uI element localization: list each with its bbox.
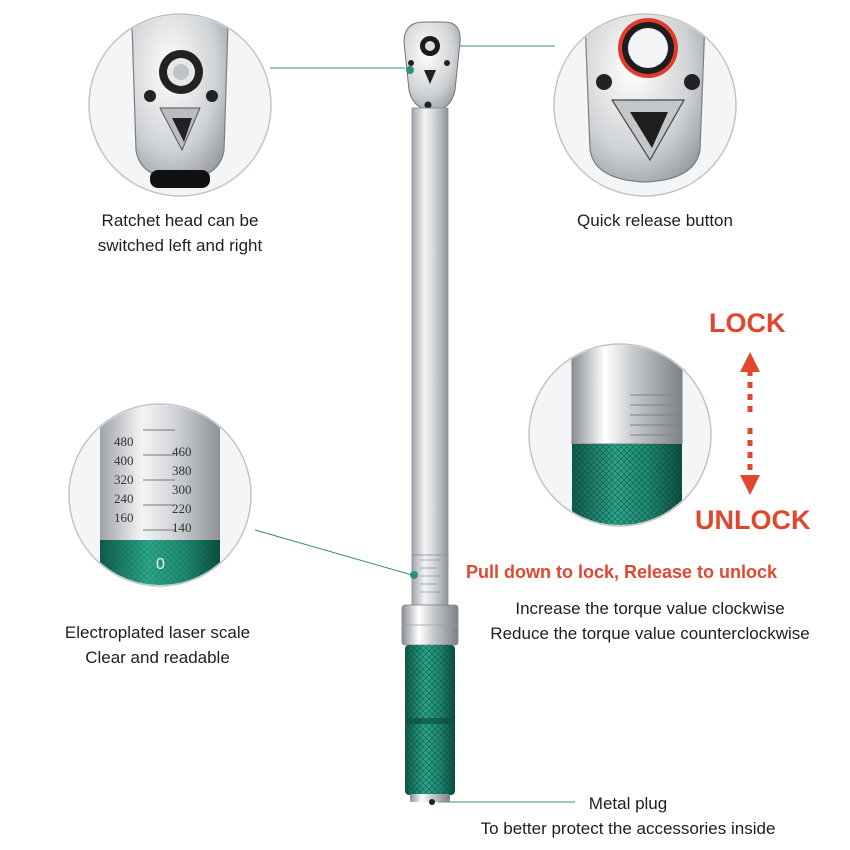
direction-lever xyxy=(424,70,436,84)
scale-zero: 0 xyxy=(156,556,165,573)
scale-caption: Electroplated laser scale Clear and read… xyxy=(40,620,275,670)
ratchet-head xyxy=(403,21,461,111)
plug-caption-line2: To better protect the accessories inside xyxy=(480,819,776,838)
scale-right-numbers: 460 380 300 220 140 xyxy=(172,442,192,537)
scale-zoom xyxy=(68,403,252,587)
counterclockwise-instruction: Reduce the torque value counterclockwise xyxy=(490,624,810,643)
torque-instructions: Increase the torque value clockwise Redu… xyxy=(455,596,845,646)
lock-label: LOCK xyxy=(709,308,786,338)
scale-number: 160 xyxy=(114,510,134,525)
wrench xyxy=(401,21,461,805)
scale-number: 300 xyxy=(172,482,192,497)
arrow-up-icon xyxy=(740,352,760,372)
ratchet-head-zoom xyxy=(88,13,272,197)
quick-release-zoom xyxy=(553,13,737,197)
lock-arrows xyxy=(740,352,760,495)
scale-number: 220 xyxy=(172,501,192,516)
scale-number: 140 xyxy=(172,520,192,535)
arrow-down-icon xyxy=(740,475,760,495)
lock-collar-zoom xyxy=(528,343,712,527)
scale-number: 320 xyxy=(114,472,134,487)
plug-caption: Metal plug To better protect the accesso… xyxy=(448,791,808,841)
plug-caption-line1: Metal plug xyxy=(588,794,668,813)
pull-instruction: Pull down to lock, Release to unlock xyxy=(466,562,778,582)
scale-number: 380 xyxy=(172,463,192,478)
quick-release-caption: Quick release button xyxy=(577,211,733,230)
scale-number: 460 xyxy=(172,444,192,459)
ratchet-caption-line1: Ratchet head can be xyxy=(101,211,259,230)
leader-scale xyxy=(254,529,413,576)
ratchet-caption-line2: switched left and right xyxy=(97,236,263,255)
scale-number: 400 xyxy=(114,453,134,468)
wrench-shaft xyxy=(411,107,449,571)
scale-caption-line1: Electroplated laser scale xyxy=(64,623,251,642)
metal-plug xyxy=(410,794,450,802)
scale-number: 240 xyxy=(114,491,134,506)
ratchet-caption: Ratchet head can be switched left and ri… xyxy=(70,208,290,258)
clockwise-instruction: Increase the torque value clockwise xyxy=(515,599,785,618)
scale-number: 480 xyxy=(114,434,134,449)
scale-caption-line2: Clear and readable xyxy=(85,648,230,667)
unlock-label: UNLOCK xyxy=(695,505,811,535)
scale-left-numbers: 480 400 320 240 160 xyxy=(114,432,134,527)
